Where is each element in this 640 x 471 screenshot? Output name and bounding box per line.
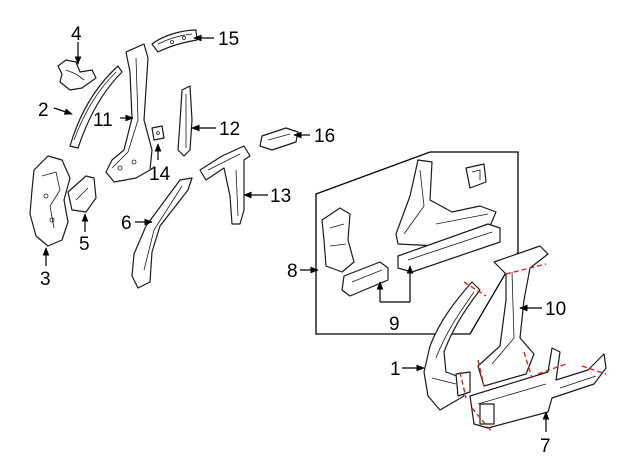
callout-6: 6: [121, 213, 132, 234]
cut-lines: [459, 263, 607, 433]
callout-5: 5: [79, 234, 90, 255]
part-15-roof-header: [151, 29, 198, 53]
part-12-b-pillar-reinf: [177, 85, 193, 157]
callout-15: 15: [218, 29, 239, 50]
part-13-t-pillar: [199, 145, 251, 225]
callout-10: 10: [545, 299, 566, 320]
callout-14: 14: [149, 164, 171, 185]
callout-3: 3: [40, 269, 51, 290]
inset-group-8: [315, 151, 519, 335]
inset-rocker-short: [341, 261, 389, 297]
callout-labels: 4 2 11 15 12 14 16 3 5 6 13 8 9 1 10 7: [38, 24, 566, 457]
part-16-header-bracket: [259, 127, 299, 151]
callout-8: 8: [287, 261, 298, 282]
inset-small-plate: [465, 163, 487, 189]
inset-inner-pillar: [321, 207, 355, 273]
part-11-b-pillar-inner: [105, 43, 153, 183]
rocker-end-cap: [479, 403, 495, 425]
part-6-rear-pillar: [131, 177, 193, 289]
leader-lines: [42, 34, 550, 432]
part-2-a-pillar-rail: [69, 65, 123, 149]
callout-13: 13: [270, 186, 291, 207]
inset-rocker-long: [397, 223, 501, 273]
part-7-rocker-panel: [469, 347, 607, 429]
callout-11: 11: [93, 110, 113, 131]
part-3-hinge-pillar: [29, 155, 71, 247]
callout-9: 9: [389, 314, 400, 335]
callout-2: 2: [38, 100, 49, 121]
part-14-small-plate: [151, 125, 165, 141]
callout-4: 4: [71, 24, 82, 45]
callout-7: 7: [540, 436, 551, 457]
callout-16: 16: [314, 126, 335, 147]
callout-1: 1: [390, 359, 401, 380]
part-4-upper-bracket: [57, 59, 97, 91]
part-10-b-pillar-outer: [477, 245, 549, 387]
part-5-small-bracket: [67, 175, 97, 213]
callout-12: 12: [219, 119, 240, 140]
